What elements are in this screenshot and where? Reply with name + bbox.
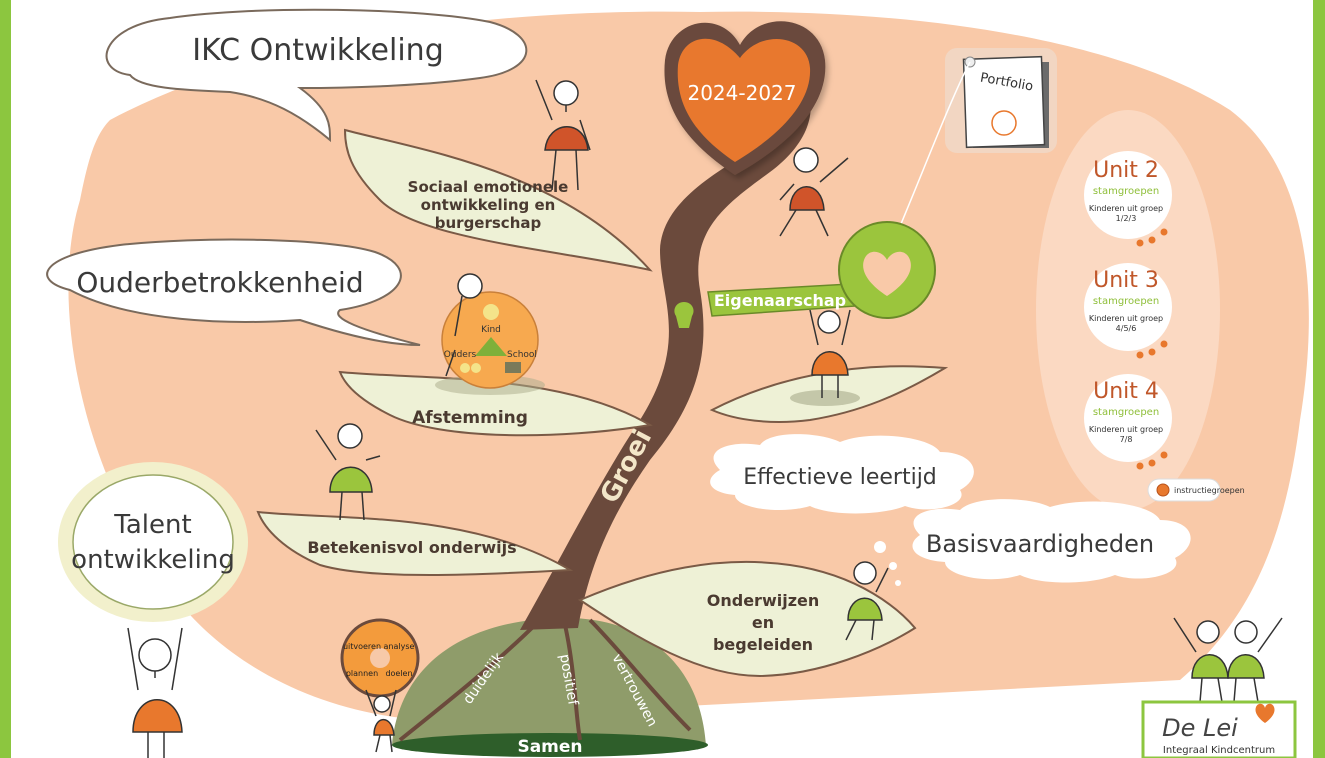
leaf-onderwijzen-line3: begeleiden xyxy=(713,635,813,654)
unit-3-desc2: 4/5/6 xyxy=(1116,324,1137,333)
cloud-basis: Basisvaardigheden xyxy=(874,499,1191,586)
cycle-uitvoeren: uitvoeren xyxy=(343,642,381,651)
leaf-afstemming-label: Afstemming xyxy=(412,408,528,428)
right-green-border xyxy=(1313,0,1325,758)
talent-line2: ontwikkeling xyxy=(71,545,235,575)
figure-pair-logo xyxy=(1173,617,1283,703)
figure-talent xyxy=(127,627,183,758)
unit-2: Unit 2 stamgroepen Kinderen uit groep 1/… xyxy=(1084,151,1172,247)
triad-kind: Kind xyxy=(481,325,501,335)
figure-cycle xyxy=(365,689,397,753)
cloud-effectieve: Effectieve leertijd xyxy=(710,434,974,514)
unit-4-desc1: Kinderen uit groep xyxy=(1089,425,1163,434)
ground-label: Samen xyxy=(517,737,582,757)
cycle-plannen: plannen xyxy=(346,669,378,678)
talent-bubble: Talent ontwikkeling xyxy=(58,462,248,622)
portfolio-card: Portfolio xyxy=(889,48,1057,251)
unit-2-desc1: Kinderen uit groep xyxy=(1089,204,1163,213)
tree-trunk xyxy=(520,90,811,630)
figure-onderwijzen xyxy=(845,561,889,641)
unit-2-title: Unit 2 xyxy=(1093,158,1159,183)
title-text: IKC Ontwikkeling xyxy=(192,33,443,68)
unit-2-desc2: 1/2/3 xyxy=(1116,214,1137,223)
de-lei-logo: De Lei Integraal Kindcentrum xyxy=(1141,700,1297,758)
triad-school: School xyxy=(507,350,537,360)
unit-4-sub: stamgroepen xyxy=(1093,407,1159,418)
figure-heart-branch xyxy=(779,147,849,237)
heart-years: 2024-2027 xyxy=(687,81,796,105)
unit-3-sub: stamgroepen xyxy=(1093,296,1159,307)
cloud-effectieve-text: Effectieve leertijd xyxy=(743,465,937,490)
logo-subtitle: Integraal Kindcentrum xyxy=(1163,745,1275,756)
leaf-social-line1: Sociaal emotionele xyxy=(408,178,569,196)
leaf-betekenisvol: Betekenisvol onderwijs xyxy=(256,510,574,576)
parent-speech-bubble: Ouderbetrokkenheid xyxy=(46,238,421,346)
leaf-social: Sociaal emotionele ontwikkeling en burge… xyxy=(343,128,653,272)
key-eigenaarschap: Eigenaarschap xyxy=(674,221,936,328)
cycle-circle: uitvoeren analyse plannen doelen xyxy=(340,618,420,698)
leaf-right-key xyxy=(709,365,949,423)
figure-key xyxy=(809,309,851,398)
left-green-border xyxy=(0,0,11,758)
unit-3-desc1: Kinderen uit groep xyxy=(1089,314,1163,323)
logo-name: De Lei xyxy=(1162,714,1238,742)
instructie-label: instructiegroepen xyxy=(1174,486,1245,495)
leaf-onderwijzen-line1: Onderwijzen xyxy=(707,591,820,610)
cycle-analyse: analyse xyxy=(384,642,415,651)
leaf-onderwijzen-line2: en xyxy=(752,613,774,632)
instructie-legend: instructiegroepen xyxy=(1147,478,1245,502)
leaf-social-line3: burgerschap xyxy=(435,214,542,232)
ground-mound: Samen xyxy=(392,617,708,757)
key-label: Eigenaarschap xyxy=(714,291,846,310)
leaf-onderwijzen: Onderwijzen en begeleiden xyxy=(577,560,917,678)
talent-line1: Talent xyxy=(113,510,191,540)
cloud-basis-text: Basisvaardigheden xyxy=(926,530,1154,558)
title-speech-bubble: IKC Ontwikkeling xyxy=(105,8,528,143)
heart-shape: 2024-2027 xyxy=(664,21,826,176)
unit-4-title: Unit 4 xyxy=(1093,379,1159,404)
triad-ouders: Ouders xyxy=(444,350,477,360)
parent-text: Ouderbetrokkenheid xyxy=(76,266,363,299)
figure-betekenisvol xyxy=(315,423,381,521)
triad-circle: Kind Ouders School xyxy=(435,291,545,395)
leaf-social-line2: ontwikkeling en xyxy=(421,196,556,214)
unit-2-sub: stamgroepen xyxy=(1093,186,1159,197)
unit-4-desc2: 7/8 xyxy=(1120,435,1133,444)
unit-3: Unit 3 stamgroepen Kinderen uit groep 4/… xyxy=(1084,263,1172,359)
tree-roots xyxy=(398,618,692,742)
figure-triad xyxy=(445,273,483,377)
cycle-doelen: doelen xyxy=(385,669,412,678)
unit-3-title: Unit 3 xyxy=(1093,268,1159,293)
leaf-betekenisvol-label: Betekenisvol onderwijs xyxy=(307,538,516,557)
figure-top-left xyxy=(535,79,591,191)
unit-4: Unit 4 stamgroepen Kinderen uit groep 7/… xyxy=(1084,374,1172,470)
